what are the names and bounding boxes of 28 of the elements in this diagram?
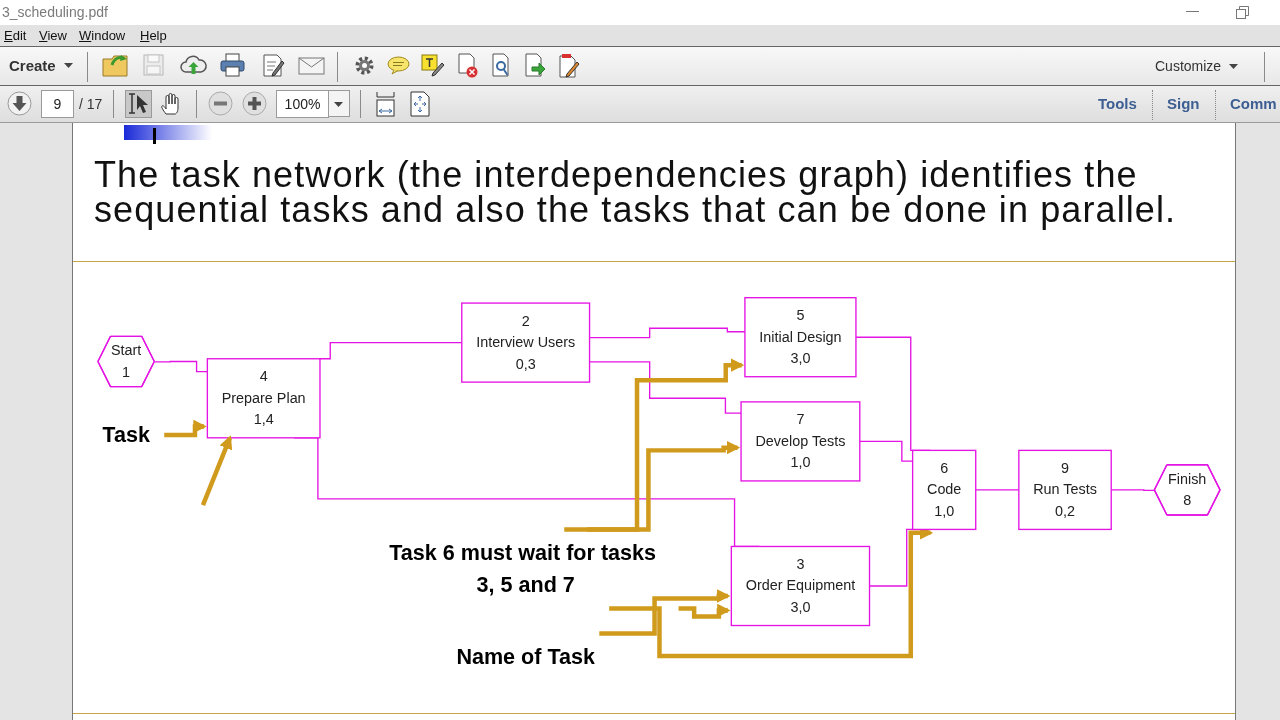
node-box	[740, 401, 861, 482]
menu-item: Help	[140, 28, 167, 43]
node-box	[1018, 449, 1112, 531]
window-title: 3_scheduling.pdf	[2, 4, 108, 20]
menu-item: View	[39, 28, 67, 43]
arrow	[678, 603, 731, 619]
page-count: / 17	[79, 96, 103, 112]
node-box	[730, 545, 871, 627]
zoom-field: 100%	[276, 90, 329, 118]
menu-item: Edit	[4, 28, 27, 43]
node-box	[744, 297, 857, 378]
panel-tab: Tools	[1098, 95, 1137, 112]
menu-item: Window	[79, 28, 126, 43]
panel-tab: Sign	[1167, 95, 1200, 112]
arrow	[564, 358, 745, 532]
leader-arrow	[200, 435, 233, 506]
arrow	[599, 589, 731, 636]
node-box	[911, 449, 977, 531]
arrow	[164, 419, 207, 438]
panel-tab: Comm	[1230, 95, 1277, 112]
create-menu-button: Create	[9, 57, 73, 74]
customize-menu-button: Customize	[1155, 58, 1239, 74]
node-text: Task	[102, 422, 150, 447]
arrow	[609, 526, 934, 659]
node-box	[461, 302, 591, 383]
page-number-field: 9	[41, 90, 74, 118]
node-box	[206, 358, 321, 439]
node-text: Task 6 must wait for tasks 3, 5 and 7	[389, 540, 657, 597]
